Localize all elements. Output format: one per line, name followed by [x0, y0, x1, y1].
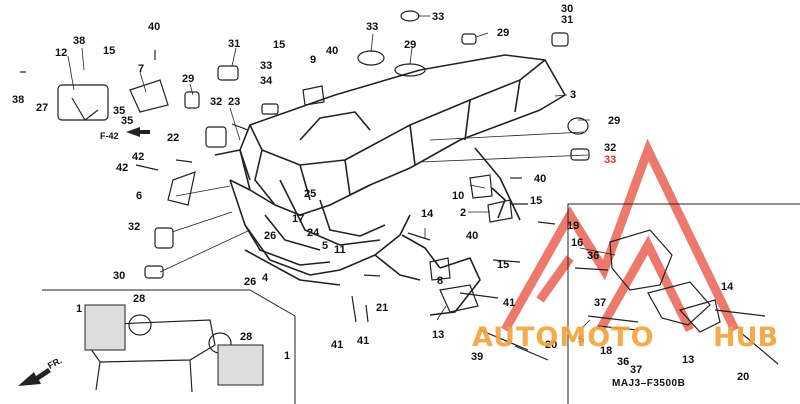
callout-33: 33 — [604, 154, 617, 166]
callout-37: 37 — [630, 364, 643, 376]
callout-31: 31 — [228, 38, 241, 50]
callout-29: 29 — [608, 115, 621, 127]
callout-39: 39 — [471, 351, 484, 363]
callout-32: 32 — [128, 221, 141, 233]
front-arrow-icon — [18, 368, 51, 386]
callout-10: 10 — [452, 190, 465, 202]
callout-14: 14 — [421, 208, 434, 220]
callout-8: 8 — [437, 275, 444, 287]
callout-22: 22 — [167, 132, 180, 144]
callout-32: 32 — [210, 96, 223, 108]
callout-21: 21 — [376, 302, 389, 314]
callout-1: 1 — [284, 350, 291, 362]
callout-37: 37 — [594, 297, 607, 309]
section-borders — [42, 203, 800, 404]
component-sketches — [57, 10, 721, 393]
callout-40: 40 — [148, 21, 161, 33]
callout-40: 40 — [466, 230, 479, 242]
callout-1: 1 — [76, 303, 83, 315]
callout-33: 33 — [366, 21, 379, 33]
id-plates — [84, 304, 264, 386]
bolts — [20, 50, 779, 365]
callout-2: 2 — [460, 207, 467, 219]
page-reference: F-42 — [100, 131, 119, 141]
callout-3: 3 — [570, 89, 577, 101]
callout-12: 12 — [55, 47, 68, 59]
watermark-text: AUTOMOTO — [472, 322, 655, 353]
callout-13: 13 — [682, 354, 695, 366]
callout-26: 26 — [264, 230, 277, 242]
callout-15: 15 — [497, 259, 510, 271]
callout-34: 34 — [260, 75, 273, 87]
callout-5: 5 — [578, 334, 585, 346]
callout-32: 32 — [604, 142, 617, 154]
leader-lines — [67, 15, 616, 329]
callout-36: 36 — [587, 250, 600, 262]
callout-30: 30 — [561, 3, 574, 15]
callout-30: 30 — [113, 270, 126, 282]
callout-23: 23 — [228, 96, 241, 108]
callout-29: 29 — [497, 27, 510, 39]
callout-29: 29 — [404, 39, 417, 51]
callout-42: 42 — [116, 162, 129, 174]
callout-40: 40 — [326, 45, 339, 57]
callout-5: 5 — [322, 240, 329, 252]
callout-13: 13 — [432, 329, 445, 341]
callout-27: 27 — [36, 102, 49, 114]
watermark-text-hub: HUB — [713, 322, 779, 353]
callout-41: 41 — [331, 339, 344, 351]
part-code: MAJ3–F3500B — [612, 378, 686, 389]
callout-15: 15 — [530, 195, 543, 207]
main-frame — [214, 54, 566, 316]
callout-14: 14 — [721, 281, 734, 293]
callout-25: 25 — [304, 188, 317, 200]
callout-9: 9 — [310, 54, 317, 66]
callout-6: 6 — [136, 190, 143, 202]
callout-7: 7 — [138, 63, 145, 75]
callout-28: 28 — [133, 293, 146, 305]
callout-31: 31 — [561, 14, 574, 26]
callout-38: 38 — [73, 35, 86, 47]
callout-16: 16 — [571, 237, 584, 249]
callout-26: 26 — [244, 276, 257, 288]
callout-11: 11 — [334, 244, 346, 256]
callout-20: 20 — [545, 339, 558, 351]
callout-24: 24 — [307, 227, 320, 239]
callout-18: 18 — [600, 345, 613, 357]
callout-15: 15 — [103, 45, 116, 57]
callout-35: 35 — [113, 105, 126, 117]
page-ref-arrow-icon — [126, 127, 150, 137]
callout-42: 42 — [132, 151, 145, 163]
callout-29: 29 — [182, 73, 195, 85]
callout-15: 15 — [273, 39, 286, 51]
callout-41: 41 — [503, 297, 516, 309]
callout-4: 4 — [262, 272, 269, 284]
callout-41: 41 — [357, 335, 370, 347]
direction-arrows — [18, 127, 150, 386]
callout-35: 35 — [121, 115, 134, 127]
callout-20: 20 — [737, 371, 750, 383]
callout-28: 28 — [240, 331, 253, 343]
callout-36: 36 — [617, 356, 630, 368]
callout-17: 17 — [292, 213, 305, 225]
callout-40: 40 — [534, 173, 547, 185]
callout-33: 33 — [260, 60, 273, 72]
callout-19: 19 — [567, 220, 580, 232]
callout-38: 38 — [12, 94, 25, 106]
callout-33: 33 — [432, 11, 445, 23]
